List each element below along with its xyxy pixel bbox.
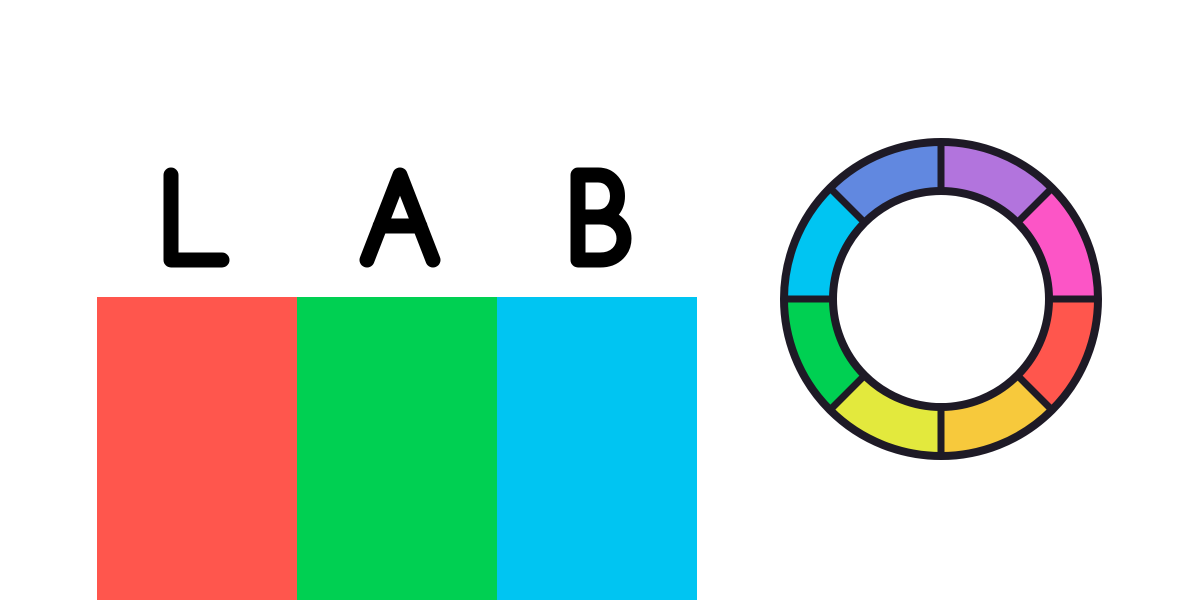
wheel-segment-yellow: [829, 375, 941, 457]
wheel-segment-purple: [941, 142, 1053, 223]
wheel-segment-orange: [941, 375, 1053, 456]
letter-l: [163, 167, 230, 268]
wheel-segment-blue: [829, 142, 941, 223]
letter-b: [570, 167, 632, 268]
wheel-divider: [1014, 185, 1055, 226]
wheel-segment-red: [1017, 299, 1098, 411]
wheel-segment-green: [784, 299, 865, 411]
letter-a: [359, 167, 441, 268]
wheel-segment-magenta: [1017, 187, 1098, 299]
wheel-divider: [1014, 372, 1055, 413]
swatch-red: [97, 297, 297, 600]
wheel-segment-cyan: [784, 187, 865, 299]
swatch-blue: [497, 297, 697, 600]
wheel-divider: [827, 185, 868, 226]
swatch-green: [297, 297, 497, 600]
wheel-divider: [827, 372, 868, 413]
color-wheel-inner-ring: [829, 187, 1053, 411]
